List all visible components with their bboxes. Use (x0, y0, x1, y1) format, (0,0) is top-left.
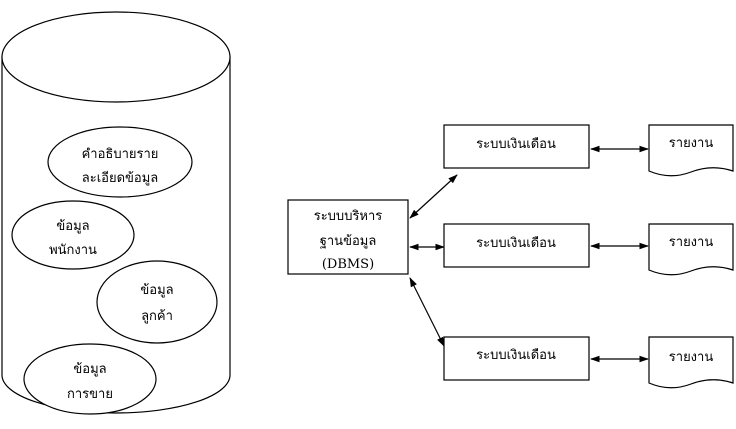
dbms-line-2: ฐานข้อมูล (320, 234, 377, 249)
employee-data-line-1: ข้อมูล (56, 219, 89, 234)
employee-data-ellipse: ข้อมูล พนักงาน (11, 200, 135, 270)
customer-data-ellipse: ข้อมูล ลูกค้า (96, 260, 218, 344)
payroll-system-label-3: ระบบเงินเดือน (476, 347, 556, 363)
dbms-box: ระบบบริหาร ฐานข้อมูล (DBMS) (287, 199, 409, 275)
data-dictionary-ellipse: คำอธิบายราย ละเอียดข้อมูล (47, 126, 193, 198)
data-dictionary-line-2: ละเอียดข้อมูล (82, 170, 159, 186)
sales-data-line-1: ข้อมูล (73, 362, 106, 377)
sales-data-ellipse: ข้อมูล การขาย (23, 343, 157, 415)
payroll-system-label-1: ระบบเงินเดือน (476, 136, 556, 152)
cylinder-body (1, 57, 231, 414)
report-document-1: รายงาน (648, 124, 734, 177)
payroll-system-label-2: ระบบเงินเดือน (476, 235, 556, 251)
database-cylinder (1, 11, 231, 414)
employee-data-line-2: พนักงาน (49, 243, 97, 258)
data-dictionary-line-1: คำอธิบายราย (82, 147, 159, 162)
arrow-dbms-system-3 (409, 277, 445, 347)
report-label-2: รายงาน (669, 235, 714, 250)
payroll-system-box-1: ระบบเงินเดือน (443, 124, 590, 169)
customer-data-line-1: ข้อมูล (140, 283, 173, 298)
payroll-system-box-3: ระบบเงินเดือน (443, 336, 590, 381)
sales-data-line-2: การขาย (67, 387, 113, 402)
dbms-line-3: (DBMS) (322, 257, 374, 272)
report-document-2: รายงาน (648, 223, 734, 276)
dbms-line-1: ระบบบริหาร (314, 209, 383, 224)
arrow-dbms-system-1 (409, 174, 458, 219)
customer-data-line-2: ลูกค้า (141, 309, 173, 324)
report-label-1: รายงาน (669, 136, 714, 151)
report-document-3: รายงาน (648, 336, 734, 389)
cylinder-top (1, 11, 231, 103)
report-label-3: รายงาน (669, 350, 714, 365)
payroll-system-box-2: ระบบเงินเดือน (443, 223, 590, 268)
